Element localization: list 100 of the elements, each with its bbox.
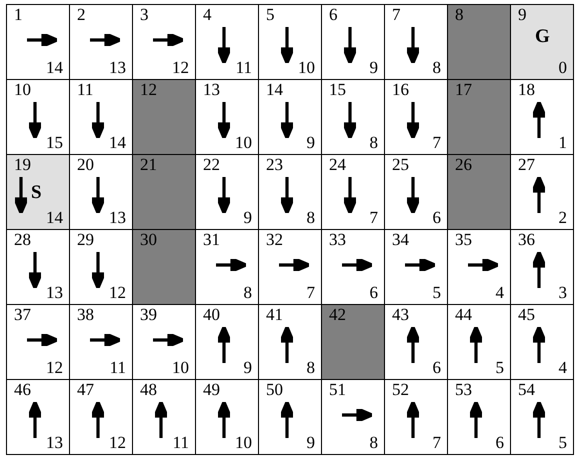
value-number: 7 xyxy=(432,134,441,152)
value-number: 8 xyxy=(432,59,441,77)
value-number: 11 xyxy=(236,59,252,77)
state-letter: G xyxy=(535,27,550,47)
state-number: 18 xyxy=(518,81,535,99)
state-number: 21 xyxy=(140,156,157,174)
state-number: 15 xyxy=(329,81,346,99)
value-number: 6 xyxy=(496,434,504,452)
state-number: 20 xyxy=(77,156,94,174)
value-number: 10 xyxy=(298,59,315,77)
value-number: 12 xyxy=(109,434,126,452)
state-number: 52 xyxy=(392,381,409,399)
state-number: 9 xyxy=(518,6,526,24)
state-number: 35 xyxy=(455,231,472,249)
value-number: 2 xyxy=(558,209,567,227)
grid-cell xyxy=(510,379,574,455)
state-number: 4 xyxy=(203,6,212,24)
state-number: 32 xyxy=(266,231,283,249)
value-number: 11 xyxy=(172,434,189,452)
value-number: 0 xyxy=(558,59,567,77)
state-number: 3 xyxy=(140,6,148,24)
value-number: 7 xyxy=(432,434,441,452)
highlighted-cell xyxy=(510,4,574,80)
value-number: 1 xyxy=(558,134,567,152)
state-number: 25 xyxy=(392,156,409,174)
state-letter: S xyxy=(31,183,42,203)
value-number: 12 xyxy=(109,284,126,302)
value-number: 7 xyxy=(370,209,378,227)
state-number: 39 xyxy=(140,306,157,324)
state-number: 33 xyxy=(329,231,346,249)
state-number: 54 xyxy=(518,381,535,399)
value-number: 13 xyxy=(109,209,126,227)
state-number: 26 xyxy=(455,156,472,174)
value-number: 10 xyxy=(172,359,189,377)
value-number: 9 xyxy=(244,359,252,377)
value-number: 14 xyxy=(46,59,63,77)
state-number: 50 xyxy=(266,381,283,399)
state-number: 11 xyxy=(77,81,94,99)
grid-cell xyxy=(6,4,70,80)
state-number: 7 xyxy=(392,6,400,24)
state-number: 40 xyxy=(203,306,220,324)
state-number: 1 xyxy=(14,6,22,24)
state-number: 13 xyxy=(203,81,220,99)
value-number: 5 xyxy=(496,359,504,377)
value-number: 9 xyxy=(306,434,315,452)
value-number: 9 xyxy=(370,59,378,77)
value-number: 10 xyxy=(235,134,252,152)
state-number: 38 xyxy=(77,306,94,324)
wall-cell xyxy=(132,229,196,305)
state-number: 16 xyxy=(392,81,409,99)
wall-cell xyxy=(447,4,511,80)
value-number: 10 xyxy=(235,434,252,452)
value-number: 3 xyxy=(558,284,567,302)
state-number: 53 xyxy=(455,381,472,399)
wall-cell xyxy=(447,79,511,155)
state-number: 47 xyxy=(77,381,94,399)
value-number: 6 xyxy=(432,209,441,227)
state-number: 24 xyxy=(329,156,346,174)
highlighted-cell xyxy=(6,154,70,230)
state-number: 30 xyxy=(140,231,157,249)
value-number: 7 xyxy=(306,284,315,302)
value-number: 13 xyxy=(109,59,126,77)
state-number: 37 xyxy=(14,306,31,324)
value-number: 12 xyxy=(46,359,63,377)
state-number: 22 xyxy=(203,156,220,174)
value-number: 9 xyxy=(244,209,252,227)
value-number: 5 xyxy=(558,434,567,452)
state-number: 29 xyxy=(77,231,94,249)
value-number: 13 xyxy=(46,434,63,452)
state-number: 19 xyxy=(14,156,31,174)
state-number: 41 xyxy=(266,306,283,324)
value-number: 12 xyxy=(172,59,189,77)
state-number: 43 xyxy=(392,306,409,324)
state-number: 6 xyxy=(329,6,338,24)
state-number: 17 xyxy=(455,81,472,99)
value-number: 11 xyxy=(110,359,126,377)
value-number: 15 xyxy=(46,134,63,152)
wall-cell xyxy=(132,79,196,155)
state-number: 2 xyxy=(77,6,86,24)
value-number: 9 xyxy=(306,134,315,152)
state-number: 5 xyxy=(266,6,274,24)
state-number: 8 xyxy=(455,6,464,24)
state-number: 10 xyxy=(14,81,31,99)
value-number: 4 xyxy=(496,284,504,302)
state-number: 42 xyxy=(329,306,346,324)
state-number: 46 xyxy=(14,381,31,399)
value-number: 13 xyxy=(46,284,63,302)
value-number: 6 xyxy=(432,359,441,377)
value-number: 5 xyxy=(432,284,441,302)
grid-cell xyxy=(6,379,70,455)
value-number: 8 xyxy=(370,134,378,152)
state-number: 49 xyxy=(203,381,220,399)
state-number: 36 xyxy=(518,231,535,249)
state-number: 48 xyxy=(140,381,157,399)
state-number: 31 xyxy=(203,231,220,249)
state-number: 23 xyxy=(266,156,283,174)
state-number: 34 xyxy=(392,231,409,249)
wall-cell xyxy=(321,304,385,380)
state-number: 12 xyxy=(140,81,157,99)
value-number: 14 xyxy=(109,134,126,152)
